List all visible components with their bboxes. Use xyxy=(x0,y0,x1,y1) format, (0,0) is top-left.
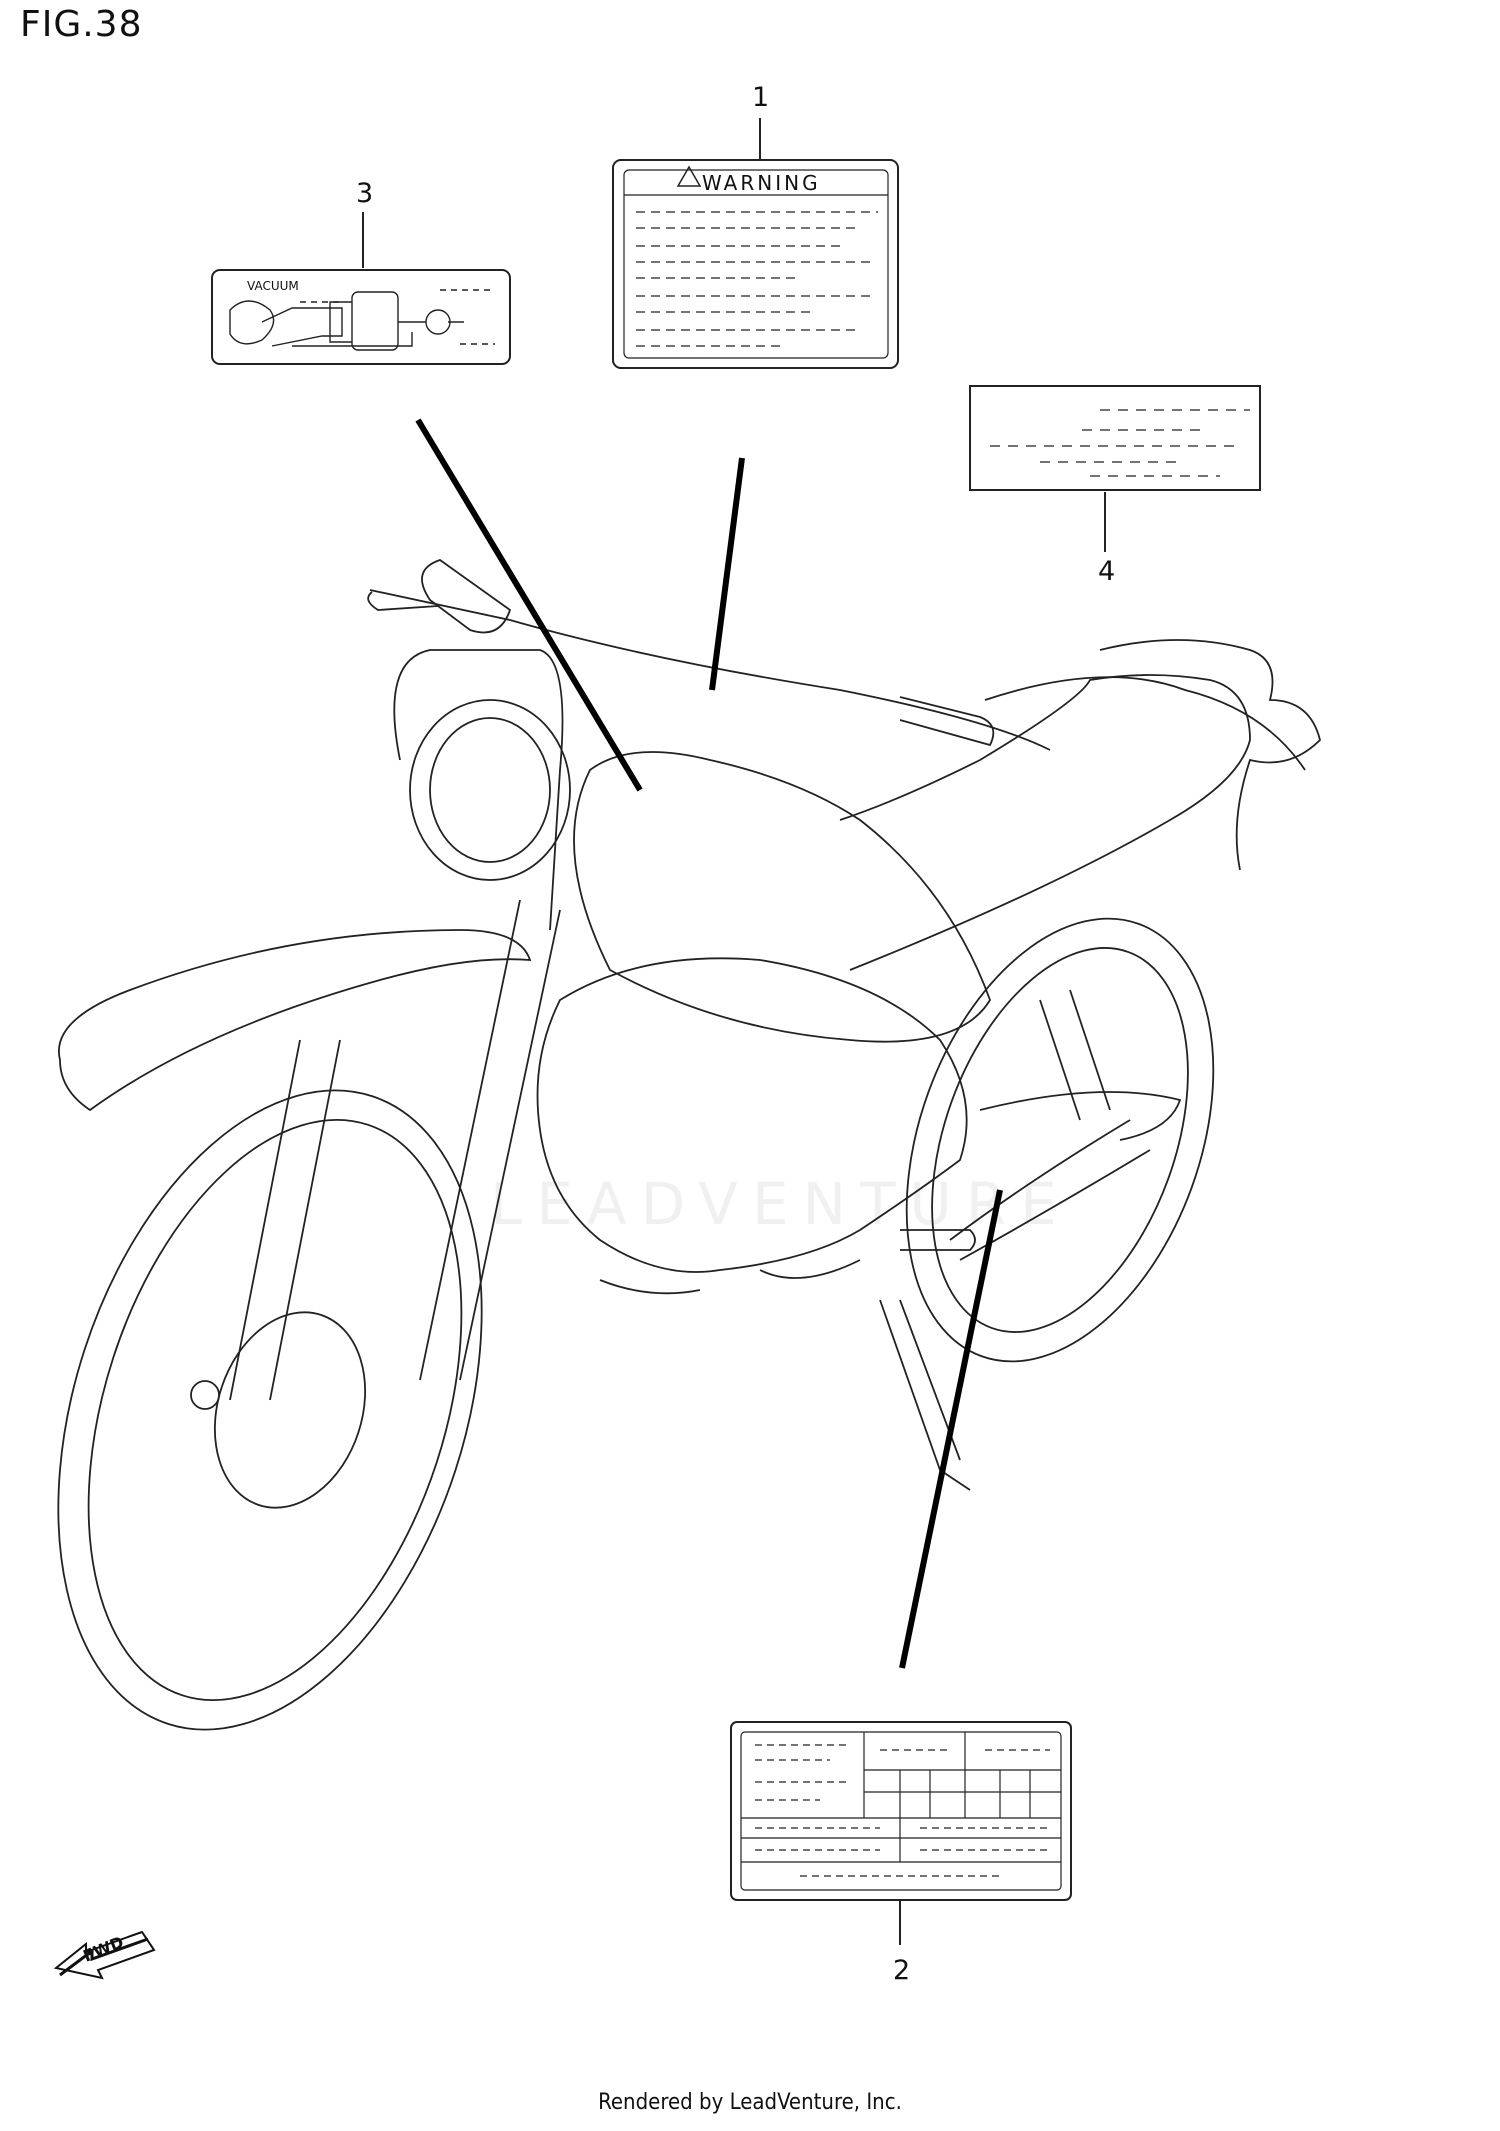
front-fender xyxy=(58,929,532,1112)
footer-credit: Rendered by LeadVenture, Inc. xyxy=(598,2090,902,2115)
figure-title: FIG.38 xyxy=(20,4,143,45)
callout-4[interactable]: 4 xyxy=(1098,556,1116,587)
fuel-tank xyxy=(573,751,991,1043)
pointer-label-2 xyxy=(899,1189,1003,1669)
fwd-arrow-icon xyxy=(53,1930,156,1980)
callout-1[interactable]: 1 xyxy=(752,82,770,113)
motorcycle-outline xyxy=(57,559,1321,1731)
callout-2[interactable]: 2 xyxy=(893,1955,911,1986)
front-hub xyxy=(213,1311,367,1509)
canister-icon xyxy=(351,291,399,351)
warning-triangle-icon xyxy=(676,165,702,187)
data-plate-outline xyxy=(730,1721,1072,1901)
carburetor-icon xyxy=(229,300,275,345)
engine xyxy=(536,957,968,1273)
pointer-label-1 xyxy=(709,457,745,691)
seat xyxy=(984,676,1306,771)
vacuum-label-outline xyxy=(211,269,511,365)
rear-wheel xyxy=(905,917,1215,1363)
headlight xyxy=(409,699,571,881)
info-label-outline xyxy=(969,385,1261,491)
front-wheel xyxy=(57,1089,483,1731)
pointer-label-3 xyxy=(415,418,643,792)
vacuum-text: VACUUM xyxy=(247,279,299,293)
valve-icon xyxy=(425,309,451,335)
warning-label-outline xyxy=(612,159,899,369)
callout-3[interactable]: 3 xyxy=(356,178,374,209)
warning-header: WARNING xyxy=(702,171,821,195)
